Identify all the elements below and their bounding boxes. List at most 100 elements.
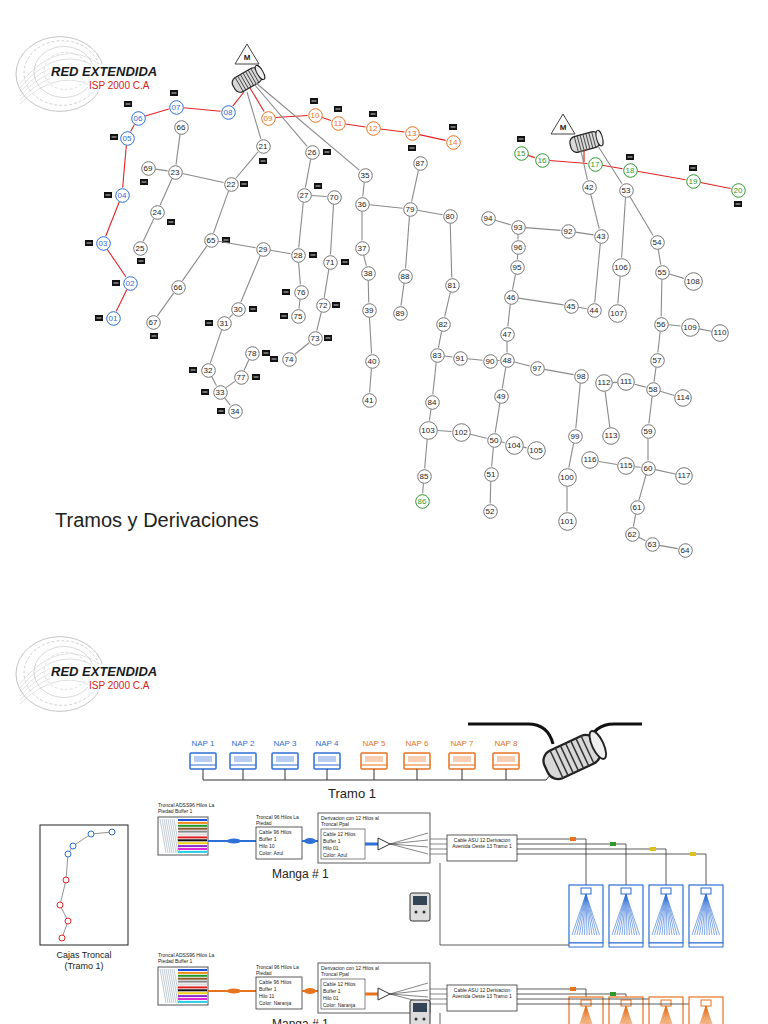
junction-node: 21 — [256, 139, 271, 154]
fiber-link — [637, 171, 685, 179]
node-number: 24 — [150, 205, 165, 220]
fiber-stripe — [178, 995, 207, 997]
junction-circle — [676, 468, 693, 485]
trunk-label: Troncal 96 Hilos La Piedad — [256, 814, 304, 826]
junction-node: 112 — [595, 374, 613, 392]
junction-circle — [405, 126, 419, 140]
nap-icon-body — [280, 313, 288, 319]
junction-node: 100 — [558, 468, 577, 487]
splitter-leg — [586, 1006, 600, 1024]
closure-wire — [581, 151, 587, 180]
junction-node: 61 — [630, 500, 645, 515]
junction-node: 01 — [106, 311, 121, 326]
junction-node: 109 — [681, 318, 700, 337]
node-number: 06 — [131, 111, 146, 126]
fiber-link — [176, 134, 180, 164]
junction-circle — [623, 163, 637, 177]
nap-icon-slot — [343, 262, 348, 263]
nap-label: NAP 2 — [221, 739, 265, 749]
fiber-link — [345, 124, 365, 127]
node-number: 27 — [297, 188, 312, 203]
junction-node: 82 — [436, 317, 451, 332]
junction-node: 66 — [174, 120, 189, 135]
junction-node: 69 — [141, 161, 156, 176]
nap-icon-body — [270, 356, 278, 362]
nap-icon-body — [85, 240, 93, 246]
splice-closure — [230, 64, 267, 94]
nap-box — [272, 753, 298, 769]
node-number: 79 — [403, 202, 418, 217]
fiber-link — [368, 280, 370, 302]
junction-node: 09 — [261, 111, 276, 126]
splitter-leg — [626, 1006, 640, 1024]
junction-node: 47 — [500, 327, 515, 342]
splitter-leg — [572, 894, 586, 935]
junction-node: 113 — [602, 427, 620, 445]
fiber-link — [401, 283, 404, 305]
node-number: 102 — [452, 423, 471, 442]
fiber-link — [699, 329, 711, 331]
fiber-link — [450, 223, 452, 277]
nap-box-edge — [449, 765, 475, 766]
junction-circle — [494, 389, 508, 403]
nap-icon-slot — [410, 148, 415, 149]
fiber-stripe — [178, 831, 207, 833]
splitter-base — [609, 943, 643, 947]
junction-circle — [362, 393, 376, 407]
logo-company: ISP 2000 C.A — [88, 80, 150, 92]
nap-box-panel — [497, 756, 515, 762]
nap-box-icon — [361, 753, 387, 780]
node-number: 93 — [511, 220, 526, 235]
fiber-link — [305, 159, 310, 187]
nap-icon-body — [249, 306, 257, 312]
nap-icon-slot — [152, 336, 157, 337]
fiber-link — [576, 383, 581, 428]
node-number: 31 — [217, 316, 232, 331]
nap-icon — [626, 154, 634, 160]
nap-icon-slot — [334, 305, 339, 306]
nap-box-icon — [272, 753, 298, 780]
junction-node: 22 — [224, 177, 239, 192]
closure-band — [243, 73, 251, 87]
junction-circle — [558, 512, 576, 530]
branch-info-box — [321, 829, 365, 859]
fiber-link — [412, 170, 419, 201]
junction-circle — [221, 105, 235, 119]
nap-drop — [327, 769, 328, 780]
node-number: 09 — [261, 111, 276, 126]
junction-circle — [505, 436, 523, 454]
fiber-link — [495, 220, 511, 225]
closure-band — [240, 75, 248, 89]
splitter-leg — [582, 894, 586, 935]
splitter-leg — [625, 894, 627, 935]
junction-node: 57 — [650, 353, 665, 368]
junction-circle — [603, 428, 620, 445]
splitter-leg — [706, 894, 712, 935]
fiber-marker — [570, 987, 576, 991]
nap-icon — [137, 258, 145, 264]
node-number: 15 — [514, 146, 529, 161]
fiber-link — [160, 179, 172, 205]
drop-fiber — [430, 854, 447, 855]
junction-circle — [684, 272, 702, 290]
fiber-link — [270, 250, 290, 253]
splitter-leg — [577, 1006, 586, 1024]
nap-drop — [374, 769, 375, 780]
node-number: 81 — [445, 278, 460, 293]
junction-node: 23 — [168, 165, 183, 180]
nap-label: NAP 6 — [395, 739, 439, 749]
junction-circle — [115, 188, 129, 202]
fiber-link — [364, 255, 367, 265]
fiber-schematic — [158, 963, 723, 1024]
junction-node: 110 — [711, 324, 729, 342]
nap-icon-slot — [191, 370, 196, 371]
junction-circle — [282, 352, 296, 366]
slide-title: Tramos y Derivaciones — [55, 508, 259, 532]
nap-icon — [85, 240, 93, 246]
splitter-leg — [652, 894, 666, 935]
nap-icon-body — [282, 289, 290, 295]
fiber-link — [438, 331, 441, 347]
fiber-link — [116, 290, 126, 312]
nap-icon — [310, 98, 318, 104]
nap-icon-body — [341, 259, 349, 265]
